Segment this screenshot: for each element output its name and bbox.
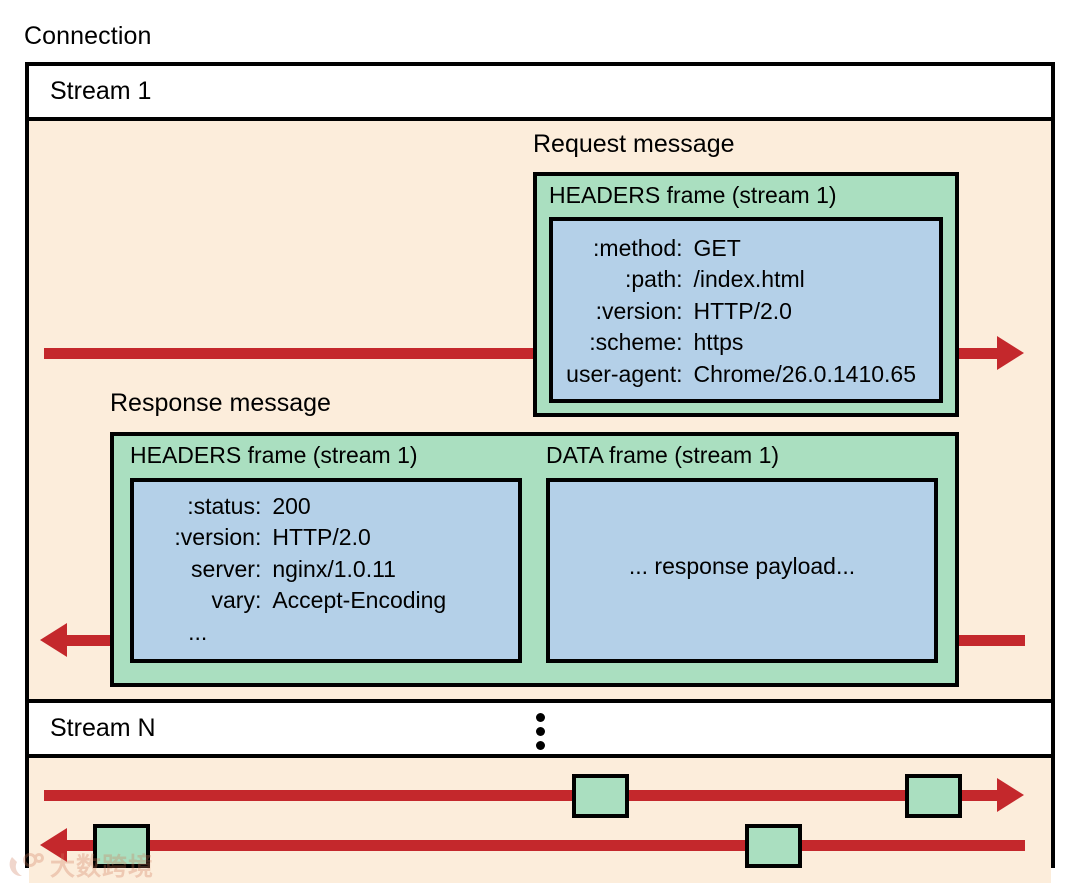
stream-n-inbound-line bbox=[67, 840, 1025, 851]
stream-n-outbound-frame-2 bbox=[905, 774, 962, 818]
header-key: user-agent: bbox=[566, 360, 683, 387]
stream-n-outbound-arrow-right-icon bbox=[997, 778, 1024, 812]
request-headers-frame-title: HEADERS frame (stream 1) bbox=[549, 182, 837, 208]
connection-frame: Stream 1 Request message HEADERS frame (… bbox=[25, 62, 1055, 883]
header-key: :status: bbox=[187, 493, 262, 519]
stream-n-inbound-arrow-left-icon bbox=[40, 828, 67, 862]
header-key: :version: bbox=[174, 524, 262, 551]
table-row: :status: 200 bbox=[134, 491, 518, 522]
table-row: :scheme: https bbox=[553, 327, 939, 358]
request-headers-table: :method: GET :path: /index.html :version… bbox=[553, 233, 939, 390]
header-value: nginx/1.0.11 bbox=[272, 555, 396, 582]
response-frames-group: HEADERS frame (stream 1) :status: 200 :v… bbox=[110, 432, 959, 687]
table-row: :version: HTTP/2.0 bbox=[134, 522, 518, 553]
stream-n-outbound-frame-1 bbox=[572, 774, 629, 818]
stream-n-header: Stream N bbox=[29, 703, 1051, 758]
request-flow-arrow-right-icon bbox=[997, 336, 1024, 370]
stream-1-header: Stream 1 bbox=[29, 66, 1051, 121]
table-row: user-agent: Chrome/26.0.1410.65 bbox=[553, 359, 939, 390]
stream-n-body bbox=[29, 758, 1051, 883]
connection-caption: Connection bbox=[24, 22, 152, 50]
response-data-frame-title: DATA frame (stream 1) bbox=[546, 442, 780, 468]
header-value: https bbox=[693, 329, 744, 356]
header-value: /index.html bbox=[693, 266, 805, 293]
stream-1-body: Request message HEADERS frame (stream 1)… bbox=[29, 121, 1051, 699]
table-row: server: nginx/1.0.11 bbox=[134, 554, 518, 585]
response-payload-text: ... response payload... bbox=[628, 553, 856, 579]
header-key: server: bbox=[191, 555, 262, 582]
response-headers-frame-title: HEADERS frame (stream 1) bbox=[130, 442, 418, 468]
table-row: :version: HTTP/2.0 bbox=[553, 296, 939, 327]
header-value: GET bbox=[693, 235, 741, 261]
request-headers-frame: HEADERS frame (stream 1) :method: GET :p… bbox=[533, 172, 959, 417]
header-key: :method: bbox=[593, 235, 683, 261]
header-key: :version: bbox=[595, 297, 683, 324]
stream-continuation-dots-icon bbox=[533, 713, 549, 753]
request-message-caption: Request message bbox=[533, 130, 735, 158]
table-row: vary: Accept-Encoding bbox=[134, 585, 518, 616]
header-ellipsis: ... bbox=[188, 618, 208, 645]
response-message-caption: Response message bbox=[110, 389, 331, 417]
stream-n-inbound-frame-2 bbox=[745, 824, 802, 868]
response-headers-payload: :status: 200 :version: HTTP/2.0 server: … bbox=[130, 478, 522, 663]
request-flow-line bbox=[44, 348, 1009, 359]
header-value: HTTP/2.0 bbox=[693, 297, 792, 324]
response-flow-arrow-left-icon bbox=[40, 623, 67, 657]
table-row: :method: GET bbox=[553, 233, 939, 264]
stream-n-section: Stream N bbox=[29, 699, 1051, 883]
stream-n-outbound-line bbox=[44, 790, 1009, 801]
request-headers-payload: :method: GET :path: /index.html :version… bbox=[549, 217, 943, 403]
header-key: :scheme: bbox=[589, 329, 683, 356]
header-ellipsis-spacer bbox=[272, 617, 518, 648]
header-value: 200 bbox=[272, 493, 311, 519]
header-key: vary: bbox=[211, 587, 262, 614]
response-data-payload: ... response payload... bbox=[546, 478, 938, 663]
stream-1-label: Stream 1 bbox=[50, 77, 152, 105]
header-value: Chrome/26.0.1410.65 bbox=[693, 360, 917, 387]
stream-n-label: Stream N bbox=[50, 714, 156, 742]
stream-n-inbound-frame-1 bbox=[93, 824, 150, 868]
header-key: :path: bbox=[624, 266, 683, 293]
response-headers-table: :status: 200 :version: HTTP/2.0 server: … bbox=[134, 491, 518, 648]
header-value: HTTP/2.0 bbox=[272, 524, 371, 551]
header-value: Accept-Encoding bbox=[272, 587, 447, 614]
table-row: ... bbox=[134, 617, 518, 648]
table-row: :path: /index.html bbox=[553, 264, 939, 295]
